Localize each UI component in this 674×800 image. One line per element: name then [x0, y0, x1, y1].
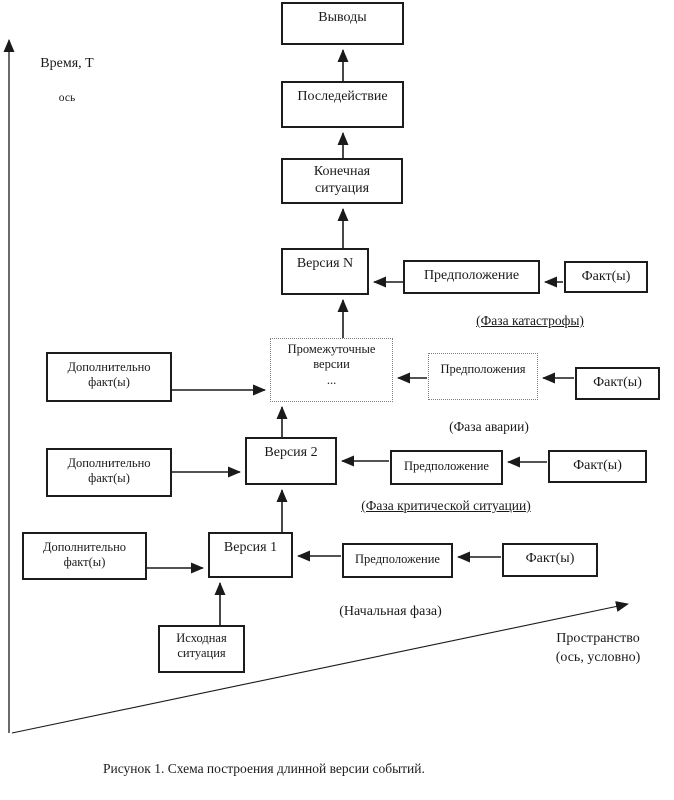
- node-version-n: Версия N: [281, 248, 369, 295]
- node-initial-situation: Исходная ситуация: [158, 625, 245, 673]
- node-facts-1: Факт(ы): [502, 543, 598, 577]
- node-facts-intermediate: Факт(ы): [575, 367, 660, 400]
- node-aftereffect: Последействие: [281, 81, 404, 128]
- space-axis-label: Пространство (ось, условно): [555, 631, 641, 665]
- phase-label-critical: (Фаза критической ситуации): [361, 498, 531, 513]
- time-axis-label-line2: ось: [58, 92, 76, 104]
- node-assumption-n: Предположение: [403, 260, 540, 294]
- node-facts-n: Факт(ы): [564, 261, 648, 293]
- node-version-1: Версия 1: [208, 532, 293, 578]
- node-additional-facts-2: Дополнительно факт(ы): [46, 448, 172, 497]
- time-axis-label: Время, Т ось: [28, 38, 106, 122]
- space-axis-line: [11, 601, 629, 734]
- node-final-situation: Конечная ситуация: [281, 158, 403, 204]
- phase-label-catastrophe: (Фаза катастрофы): [476, 313, 584, 328]
- node-version-2: Версия 2: [245, 437, 337, 485]
- node-assumptions-intermediate: Предположения: [428, 353, 538, 400]
- figure-caption: Рисунок 1. Схема построения длинной верс…: [103, 761, 425, 776]
- node-facts-2: Факт(ы): [548, 450, 647, 483]
- node-assumption-1: Предположение: [342, 543, 453, 578]
- node-additional-facts-intermediate: Дополнительно факт(ы): [46, 352, 172, 402]
- phase-label-accident: (Фаза аварии): [449, 419, 529, 434]
- phase-label-initial: (Начальная фаза): [339, 604, 442, 619]
- node-assumption-2: Предположение: [390, 450, 503, 485]
- time-axis-label-line1: Время, Т: [40, 56, 94, 71]
- node-conclusions: Выводы: [281, 2, 404, 45]
- node-additional-facts-1: Дополнительно факт(ы): [22, 532, 147, 580]
- node-intermediate-versions: Промежуточные версии ...: [270, 338, 393, 402]
